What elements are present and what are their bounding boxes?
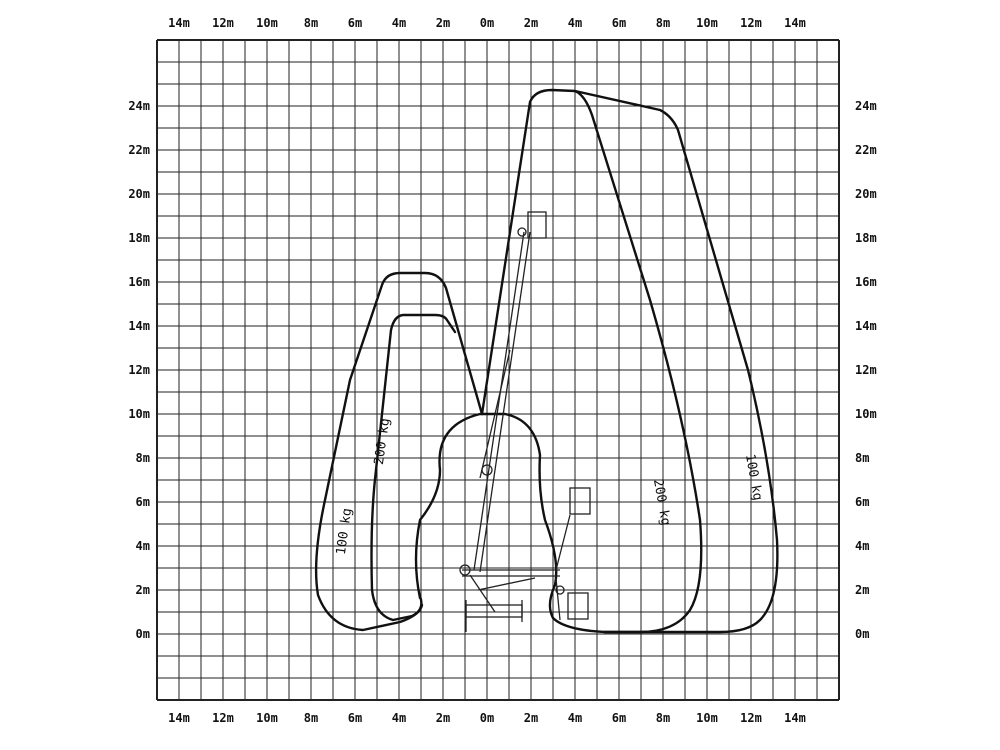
axis-labels: 14m 14m 12m 12m 10m 10m 8m 8m 6m 6m 4m 4m 2m 2m 0m 0m 2m… [128, 16, 876, 725]
x-axis-label-top: 4m [568, 16, 582, 30]
x-axis-label-bottom: 2m [436, 711, 450, 725]
envelope-right-200kg [573, 89, 703, 634]
y-axis-label-right: 22m [855, 143, 877, 157]
y-axis-label-left: 0m [136, 627, 150, 641]
x-axis-label-top: 6m [612, 16, 626, 30]
y-axis-label-right: 8m [855, 451, 869, 465]
y-axis-label-right: 4m [855, 539, 869, 553]
y-axis-label-left: 22m [128, 143, 150, 157]
x-axis-label-top: 2m [524, 16, 538, 30]
x-axis-label-bottom: 8m [656, 711, 670, 725]
x-axis-label-top: 10m [256, 16, 278, 30]
x-axis-label-top: 14m [168, 16, 190, 30]
x-axis-label-bottom: 4m [392, 711, 406, 725]
x-axis-label-bottom: 6m [612, 711, 626, 725]
x-axis-label-bottom: 10m [256, 711, 278, 725]
x-axis-label-top: 12m [740, 16, 762, 30]
y-axis-label-left: 10m [128, 407, 150, 421]
platform-machine [459, 211, 591, 632]
load-label-left-100kg: 100 kg [334, 507, 355, 556]
x-axis-label-top: 4m [392, 16, 406, 30]
y-axis-label-right: 10m [855, 407, 877, 421]
load-label-right-100kg: 100 kg [742, 453, 765, 502]
y-axis-label-right: 6m [855, 495, 869, 509]
x-axis-label-top: 8m [304, 16, 318, 30]
y-axis-label-left: 18m [128, 231, 150, 245]
load-label-left-200kg: 200 kg [372, 417, 393, 466]
y-axis-label-left: 6m [136, 495, 150, 509]
y-axis-label-left: 16m [128, 275, 150, 289]
x-axis-label-top: 14m [784, 16, 806, 30]
y-axis-label-left: 24m [128, 99, 150, 113]
y-axis-label-left: 14m [128, 319, 150, 333]
y-axis-label-right: 18m [855, 231, 877, 245]
x-axis-label-bottom: 14m [784, 711, 806, 725]
x-axis-label-top: 12m [212, 16, 234, 30]
basket-top-icon [527, 211, 547, 239]
x-axis-label-bottom: 8m [304, 711, 318, 725]
y-axis-label-right: 24m [855, 99, 877, 113]
x-axis-label-top: 2m [436, 16, 450, 30]
y-axis-label-left: 4m [136, 539, 150, 553]
envelope-left-200kg [370, 313, 457, 622]
x-axis-label-top: 8m [656, 16, 670, 30]
x-axis-label-bottom: 12m [740, 711, 762, 725]
x-axis-label-bottom: 14m [168, 711, 190, 725]
y-axis-label-left: 2m [136, 583, 150, 597]
x-axis-label-bottom: 6m [348, 711, 362, 725]
x-axis-label-bottom: 12m [212, 711, 234, 725]
x-axis-label-top: 6m [348, 16, 362, 30]
y-axis-label-left: 8m [136, 451, 150, 465]
y-axis-label-left: 12m [128, 363, 150, 377]
x-axis-label-top: 0m [480, 16, 494, 30]
y-axis-label-right: 12m [855, 363, 877, 377]
y-axis-label-right: 20m [855, 187, 877, 201]
envelope-left-100kg [314, 271, 484, 632]
envelope-right-100kg [480, 88, 779, 634]
x-axis-label-bottom: 2m [524, 711, 538, 725]
basket-low-icon [567, 592, 589, 620]
x-axis-label-top: 10m [696, 16, 718, 30]
y-axis-label-right: 14m [855, 319, 877, 333]
y-axis-label-right: 0m [855, 627, 869, 641]
envelope-inner-bulb [414, 412, 607, 634]
x-axis-label-bottom: 10m [696, 711, 718, 725]
basket-mid-icon [569, 487, 591, 515]
y-axis-label-right: 16m [855, 275, 877, 289]
y-axis-label-left: 20m [128, 187, 150, 201]
grid [156, 39, 840, 701]
y-axis-label-right: 2m [855, 583, 869, 597]
x-axis-label-bottom: 0m [480, 711, 494, 725]
x-axis-label-bottom: 4m [568, 711, 582, 725]
